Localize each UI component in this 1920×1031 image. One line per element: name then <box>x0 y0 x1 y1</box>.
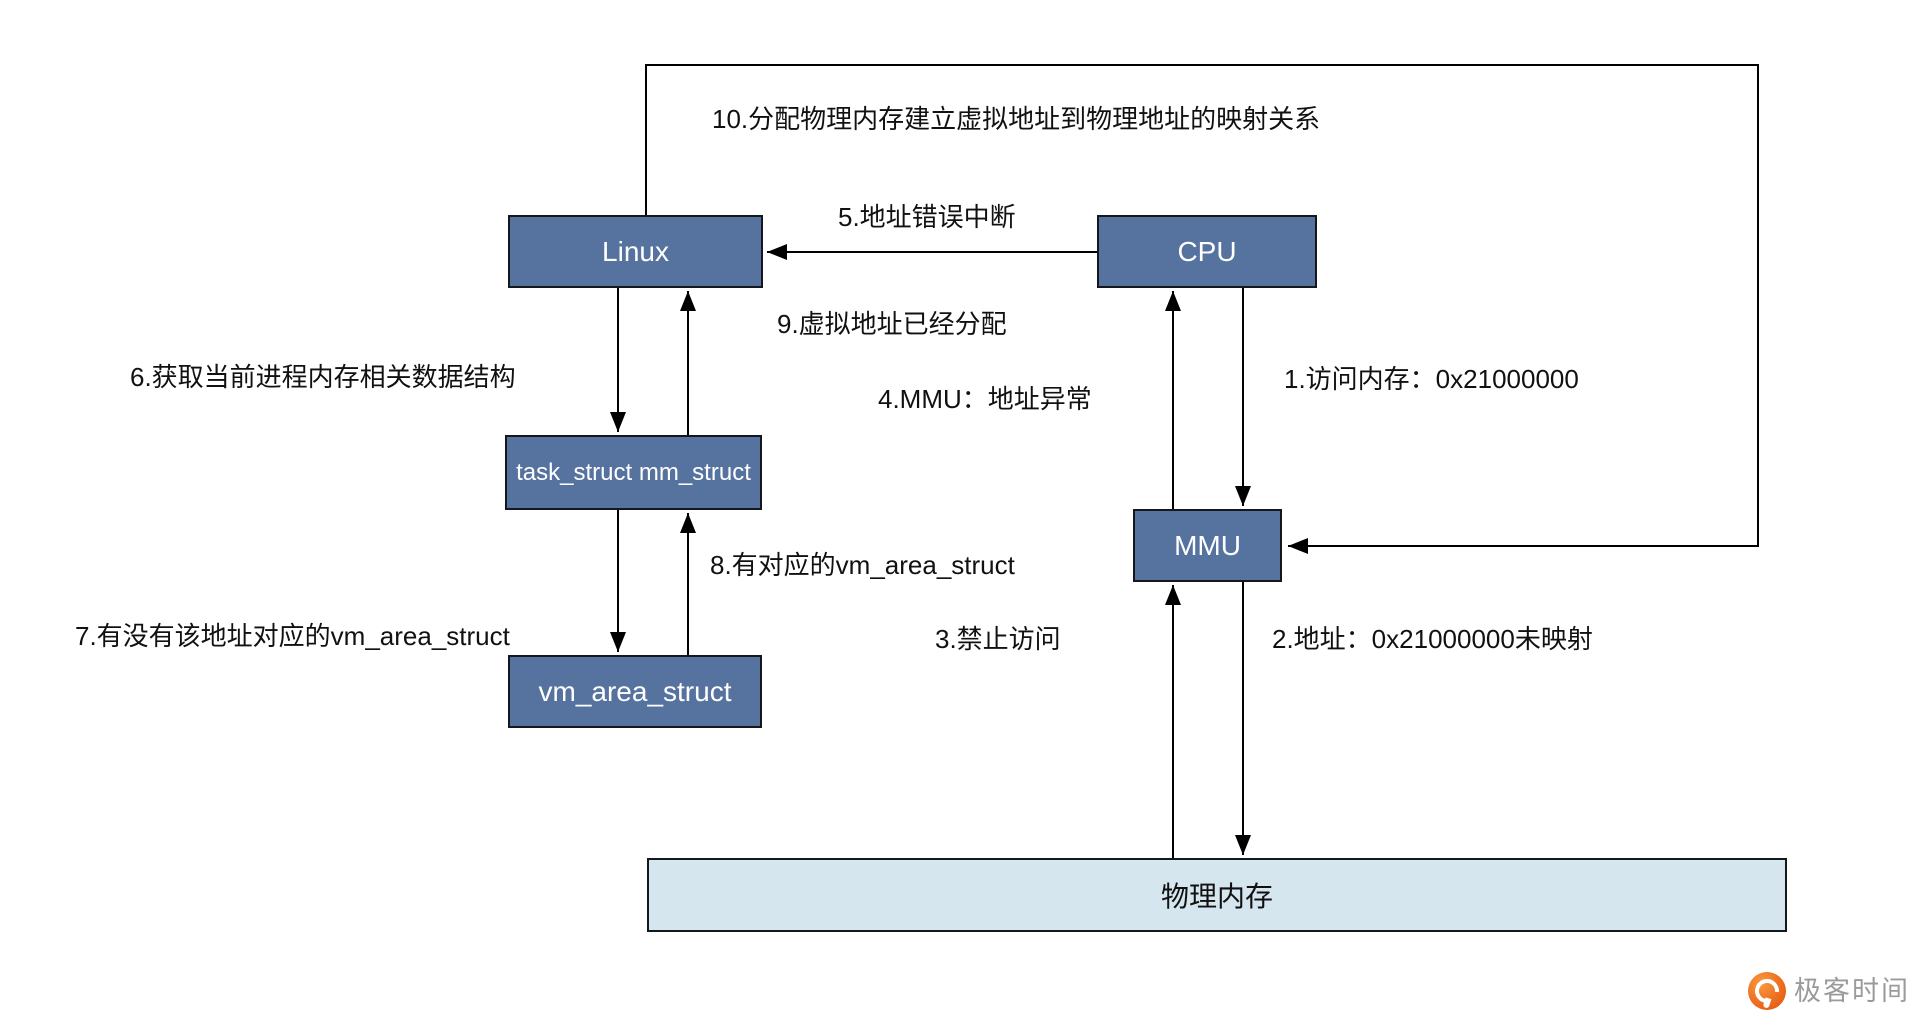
arrow-10-linux-to-mmu <box>645 64 1759 554</box>
edge-label-2: 2.地址：0x21000000未映射 <box>1272 624 1593 654</box>
linux-box: Linux <box>508 215 763 288</box>
mmu-box: MMU <box>1133 509 1282 582</box>
cpu-box: CPU <box>1097 215 1317 288</box>
geektime-logo-icon <box>1748 972 1786 1010</box>
logo-tail-shape <box>1762 997 1772 1009</box>
edge-label-7: 7.有没有该地址对应的vm_area_struct <box>75 621 510 651</box>
edge-label-6: 6.获取当前进程内存相关数据结构 <box>130 362 516 392</box>
physical-memory-box: 物理内存 <box>647 858 1787 932</box>
edge-label-1: 1.访问内存：0x21000000 <box>1284 364 1579 394</box>
edge-label-4: 4.MMU：地址异常 <box>878 384 1092 414</box>
vm-area-struct-box: vm_area_struct <box>508 655 762 728</box>
task-struct-box: task_struct mm_struct <box>505 435 762 510</box>
edge-label-5: 5.地址错误中断 <box>838 202 1016 232</box>
edge-label-10: 10.分配物理内存建立虚拟地址到物理地址的映射关系 <box>712 104 1321 134</box>
edge-label-8: 8.有对应的vm_area_struct <box>710 550 1015 580</box>
edge-label-9: 9.虚拟地址已经分配 <box>777 309 1007 339</box>
geektime-logo-text: 极客时间 <box>1794 975 1910 1006</box>
edge-label-3: 3.禁止访问 <box>935 624 1061 654</box>
geektime-logo: 极客时间 <box>1748 972 1910 1010</box>
